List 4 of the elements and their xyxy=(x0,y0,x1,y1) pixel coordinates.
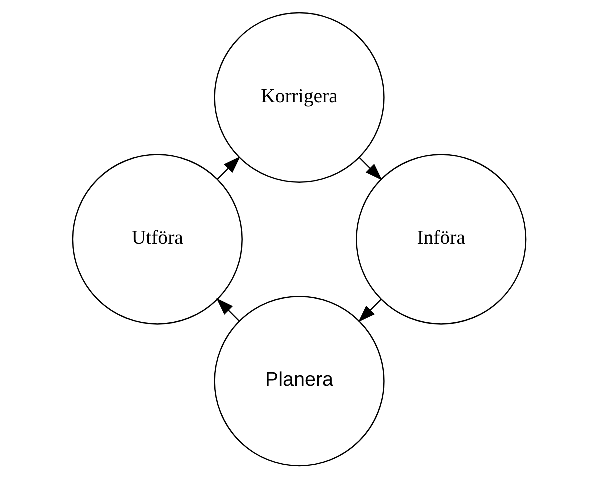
arrow xyxy=(359,157,382,181)
arrow xyxy=(216,298,240,322)
arrow xyxy=(217,156,241,180)
arrow xyxy=(358,299,382,322)
